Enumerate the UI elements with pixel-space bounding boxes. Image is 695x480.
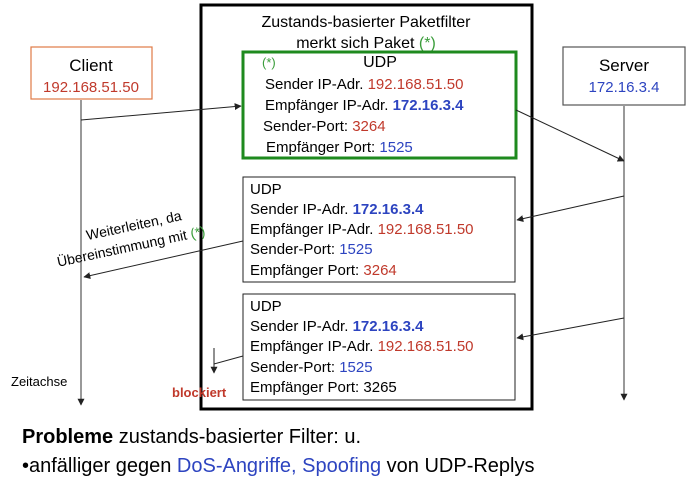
stored-packet-mark: (*) bbox=[262, 55, 276, 70]
spoofed-sender-ip-label: Sender IP-Adr. bbox=[250, 318, 348, 335]
reply-sender-ip-label: Sender IP-Adr. bbox=[250, 201, 348, 218]
client-ip: 192.168.51.50 bbox=[43, 79, 139, 96]
stored-receiver-port-label: Empfänger Port: bbox=[266, 139, 375, 156]
spoofed-sender-port: 1525 bbox=[339, 359, 372, 376]
filter-to-client-arrow bbox=[83, 240, 244, 280]
bullet-suffix: von UDP-Replys bbox=[381, 455, 535, 477]
reply-receiver-ip-label: Empfänger IP-Adr. bbox=[250, 221, 373, 238]
spoofed-receiver-port-row: Empfänger Port: 3265 bbox=[250, 379, 397, 396]
filter-title-line2: merkt sich Paket (*) bbox=[296, 35, 436, 52]
stored-sender-port: 3264 bbox=[352, 118, 385, 135]
spoofed-packet-box bbox=[242, 293, 516, 401]
spoofed-sender-ip-row: Sender IP-Adr. 172.16.3.4 bbox=[250, 318, 424, 335]
server-ip: 172.16.3.4 bbox=[589, 79, 660, 96]
stored-sender-port-label: Sender-Port: bbox=[263, 118, 348, 135]
problem-line: Probleme zustands-basierter Filter: u. bbox=[22, 426, 361, 449]
stored-sender-ip: 192.168.51.50 bbox=[368, 76, 464, 93]
stored-receiver-ip: 172.16.3.4 bbox=[393, 97, 465, 114]
reply-sender-port-label: Sender-Port: bbox=[250, 241, 335, 258]
forward-label-mark: (*) bbox=[189, 223, 207, 242]
blocked-arrow bbox=[213, 348, 244, 365]
reply-receiver-port: 3264 bbox=[363, 262, 396, 279]
reply-receiver-ip-row: Empfänger IP-Adr. 192.168.51.50 bbox=[250, 221, 474, 238]
reply-sender-port: 1525 bbox=[339, 241, 372, 258]
stored-packet-protocol: UDP bbox=[363, 54, 397, 71]
server-reply-arrow bbox=[516, 195, 625, 223]
forward-label: Weiterleiten, da Übereinstimmung mit (*) bbox=[55, 207, 207, 269]
stored-sender-ip-row: Sender IP-Adr. 192.168.51.50 bbox=[265, 76, 464, 93]
reply-sender-ip: 172.16.3.4 bbox=[353, 201, 425, 218]
problem-bold: Probleme bbox=[22, 426, 114, 448]
client-box bbox=[30, 46, 153, 100]
stored-packet-box bbox=[241, 50, 518, 160]
stored-sender-port-row: Sender-Port: 3264 bbox=[263, 118, 386, 135]
reply-sender-ip-row: Sender IP-Adr. 172.16.3.4 bbox=[250, 201, 424, 218]
bullet-highlight: DoS-Angriffe, Spoofing bbox=[176, 455, 382, 477]
reply-sender-port-row: Sender-Port: 1525 bbox=[250, 241, 373, 258]
spoofed-receiver-port-label: Empfänger Port: bbox=[250, 379, 359, 396]
stored-receiver-ip-row: Empfänger IP-Adr. 172.16.3.4 bbox=[265, 97, 464, 114]
spoofed-sender-port-row: Sender-Port: 1525 bbox=[250, 359, 373, 376]
spoofed-sender-ip: 172.16.3.4 bbox=[353, 318, 425, 335]
client-name: Client bbox=[69, 56, 113, 75]
stored-sender-ip-label: Sender IP-Adr. bbox=[265, 76, 363, 93]
blocked-label: blockiert bbox=[172, 385, 227, 400]
spoofed-packet-protocol: UDP bbox=[250, 298, 282, 315]
problem-rest: zustands-basierter Filter: u. bbox=[113, 426, 362, 448]
reply-packet-protocol: UDP bbox=[250, 181, 282, 198]
stored-receiver-port-row: Empfänger Port: 1525 bbox=[266, 139, 413, 156]
filter-to-server-arrow bbox=[515, 109, 625, 162]
reply-receiver-port-label: Empfänger Port: bbox=[250, 262, 359, 279]
spoofed-sender-port-label: Sender-Port: bbox=[250, 359, 335, 376]
reply-packet-box bbox=[242, 176, 516, 283]
client-to-filter-arrow bbox=[80, 103, 242, 121]
reply-receiver-ip: 192.168.51.50 bbox=[378, 221, 474, 238]
filter-box bbox=[199, 3, 534, 411]
spoofed-receiver-port: 3265 bbox=[363, 379, 396, 396]
spoofed-receiver-ip: 192.168.51.50 bbox=[378, 338, 474, 355]
stored-receiver-port: 1525 bbox=[379, 139, 412, 156]
spoofed-receiver-ip-row: Empfänger IP-Adr. 192.168.51.50 bbox=[250, 338, 474, 355]
packet-filter-diagram: Zustands-basierter Paketfilter merkt sic… bbox=[11, 3, 686, 411]
filter-title-mark: (*) bbox=[419, 35, 436, 52]
timeline-label: Zeitachse bbox=[11, 374, 67, 389]
server-box bbox=[562, 46, 686, 106]
spoofed-receiver-ip-label: Empfänger IP-Adr. bbox=[250, 338, 373, 355]
filter-title-line1: Zustands-basierter Paketfilter bbox=[262, 14, 472, 31]
reply-receiver-port-row: Empfänger Port: 3264 bbox=[250, 262, 397, 279]
server-spoofed-arrow bbox=[516, 317, 625, 341]
stored-receiver-ip-label: Empfänger IP-Adr. bbox=[265, 97, 388, 114]
server-name: Server bbox=[599, 56, 649, 75]
filter-title-prefix: merkt sich Paket bbox=[296, 35, 419, 52]
bullet-line: •anfälliger gegen DoS-Angriffe, Spoofing… bbox=[22, 455, 535, 478]
bullet-prefix: •anfälliger gegen bbox=[22, 455, 177, 477]
